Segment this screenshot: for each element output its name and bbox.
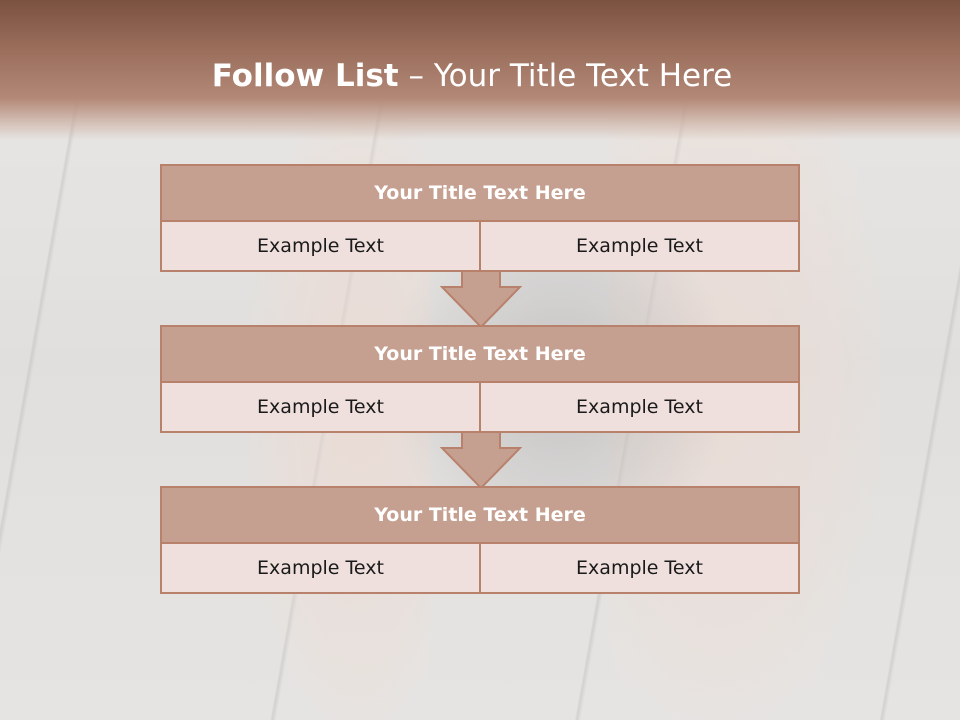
list-block-2: Your Title Text Here Example Text Exampl… bbox=[160, 325, 800, 433]
block-1-left-cell: Example Text bbox=[162, 222, 479, 270]
block-3-right-cell: Example Text bbox=[479, 544, 798, 592]
block-row-2: Example Text Example Text bbox=[162, 383, 798, 431]
block-row-3: Example Text Example Text bbox=[162, 544, 798, 592]
down-arrow-icon bbox=[440, 432, 522, 490]
block-1-right-cell: Example Text bbox=[479, 222, 798, 270]
slide-title-rest: – Your Title Text Here bbox=[398, 58, 733, 94]
list-block-3: Your Title Text Here Example Text Exampl… bbox=[160, 486, 800, 594]
title-band bbox=[0, 0, 960, 140]
block-row-1: Example Text Example Text bbox=[162, 222, 798, 270]
block-2-left-cell: Example Text bbox=[162, 383, 479, 431]
slide-title: Follow List – Your Title Text Here bbox=[0, 54, 944, 98]
block-3-left-cell: Example Text bbox=[162, 544, 479, 592]
block-2-right-cell: Example Text bbox=[479, 383, 798, 431]
block-header-2: Your Title Text Here bbox=[162, 327, 798, 383]
slide-title-bold: Follow List bbox=[211, 58, 399, 94]
block-header-3: Your Title Text Here bbox=[162, 488, 798, 544]
down-arrow-icon bbox=[440, 271, 522, 329]
block-header-1: Your Title Text Here bbox=[162, 166, 798, 222]
list-block-1: Your Title Text Here Example Text Exampl… bbox=[160, 164, 800, 272]
